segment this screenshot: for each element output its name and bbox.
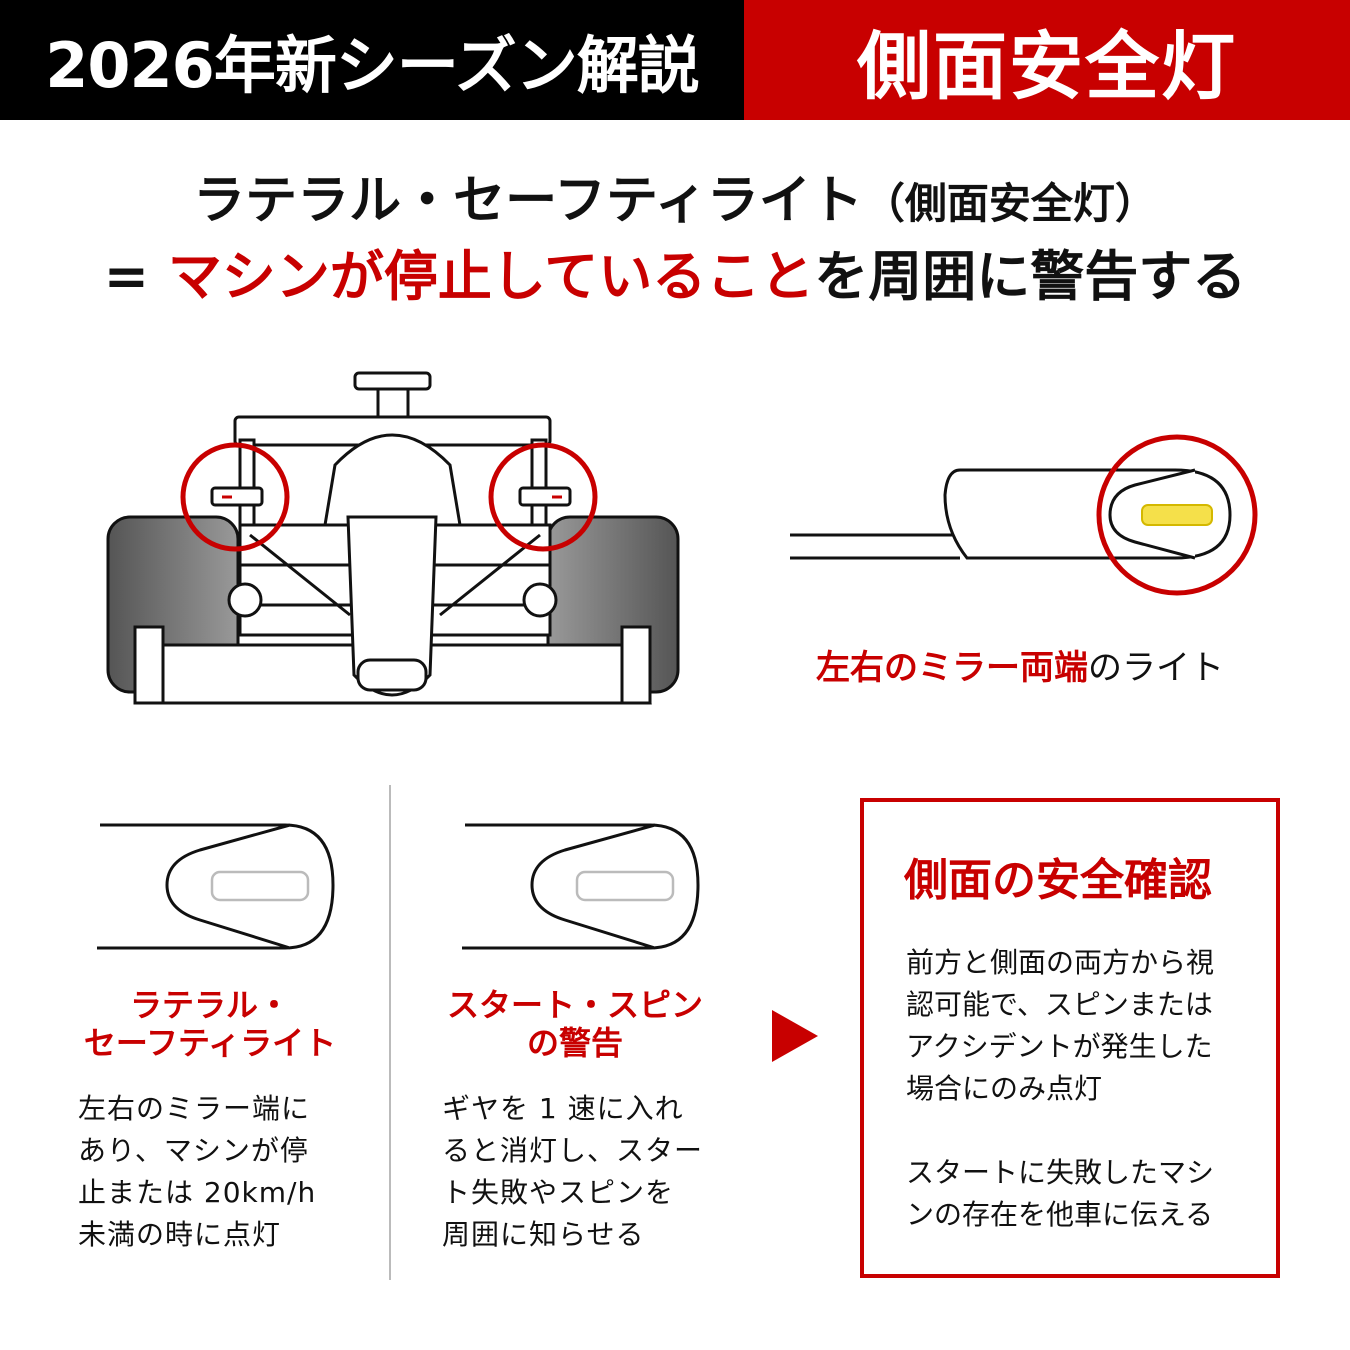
summary-body: 前方と側面の両方から視 認可能で、スピンまたは アクシデントが発生した 場合にの… bbox=[906, 942, 1246, 1236]
column1-body-line: 止または 20km/h bbox=[78, 1176, 317, 1209]
headline-equals: = bbox=[103, 245, 168, 308]
summary-line: 認可能で、スピンまたは bbox=[906, 988, 1213, 1021]
mirror-lit-closeup bbox=[790, 434, 1258, 596]
column-divider bbox=[389, 785, 391, 1280]
summary-line: スタートに失敗したマシ bbox=[906, 1156, 1215, 1189]
mirror-caption: 左右のミラー両端のライト bbox=[760, 640, 1280, 689]
headline-name: ラテラル・セーフティライト bbox=[193, 171, 863, 231]
light-off-icon bbox=[575, 870, 675, 902]
right-mirror-highlight-circle bbox=[488, 442, 598, 552]
column2-body-line: ると消灯し、スター bbox=[442, 1134, 704, 1167]
column2-title-line: スタート・スピン bbox=[446, 986, 703, 1024]
headline-line1: ラテラル・セーフティライト（側面安全灯） bbox=[0, 158, 1350, 233]
header-topic-title: 側面安全灯 bbox=[744, 0, 1350, 120]
headline-highlight: マシンが停止していること bbox=[167, 245, 815, 308]
mirror-caption-rest: のライト bbox=[1088, 648, 1224, 688]
summary-title: 側面の安全確認 bbox=[904, 855, 1212, 906]
header-series-title: 2026年新シーズン解説 bbox=[0, 0, 744, 120]
mirror-caption-highlight: 左右のミラー両端 bbox=[816, 648, 1088, 688]
mirror-unlit-illustration-2 bbox=[462, 823, 700, 950]
column1-title-line: ラテラル・ bbox=[129, 986, 290, 1024]
column1-body-line: 左右のミラー端に bbox=[78, 1092, 311, 1125]
summary-line: アクシデントが発生した bbox=[906, 1030, 1213, 1063]
left-mirror-highlight-circle bbox=[180, 442, 290, 552]
headline-paren: （側面安全灯） bbox=[862, 179, 1157, 228]
arrow-right-icon bbox=[772, 1010, 818, 1062]
summary-line: 前方と側面の両方から視 bbox=[906, 946, 1215, 979]
summary-line: 場合にのみ点灯 bbox=[906, 1072, 1103, 1105]
headline-line2: = マシンが停止していることを周囲に警告する bbox=[0, 232, 1350, 311]
column2-body-line: ト失敗やスピンを bbox=[442, 1176, 675, 1209]
column1-body-line: 未満の時に点灯 bbox=[78, 1218, 282, 1251]
light-on-icon bbox=[1141, 504, 1213, 526]
f1-car-front-illustration bbox=[106, 371, 680, 705]
column2-body-line: 周囲に知らせる bbox=[442, 1218, 645, 1251]
mirror-unlit-illustration-1 bbox=[97, 823, 335, 950]
light-off-icon bbox=[210, 870, 310, 902]
column1-title: ラテラル・ セーフティライト bbox=[60, 986, 360, 1062]
column1-body-line: あり、マシンが停 bbox=[78, 1134, 309, 1167]
headline-rest: を周囲に警告する bbox=[814, 245, 1247, 308]
column2-body-line: ギヤを 1 速に入れ bbox=[442, 1092, 684, 1125]
column2-body: ギヤを 1 速に入れ ると消灯し、スター ト失敗やスピンを 周囲に知らせる bbox=[442, 1088, 703, 1256]
summary-line: ンの存在を他車に伝える bbox=[906, 1198, 1214, 1231]
summary-box: 側面の安全確認 前方と側面の両方から視 認可能で、スピンまたは アクシデントが発… bbox=[860, 798, 1280, 1278]
column2-title: スタート・スピン の警告 bbox=[425, 986, 725, 1062]
column1-body: 左右のミラー端に あり、マシンが停 止または 20km/h 未満の時に点灯 bbox=[78, 1088, 316, 1256]
column1-title-line: セーフティライト bbox=[83, 1024, 337, 1062]
column2-title-line: の警告 bbox=[526, 1024, 623, 1062]
